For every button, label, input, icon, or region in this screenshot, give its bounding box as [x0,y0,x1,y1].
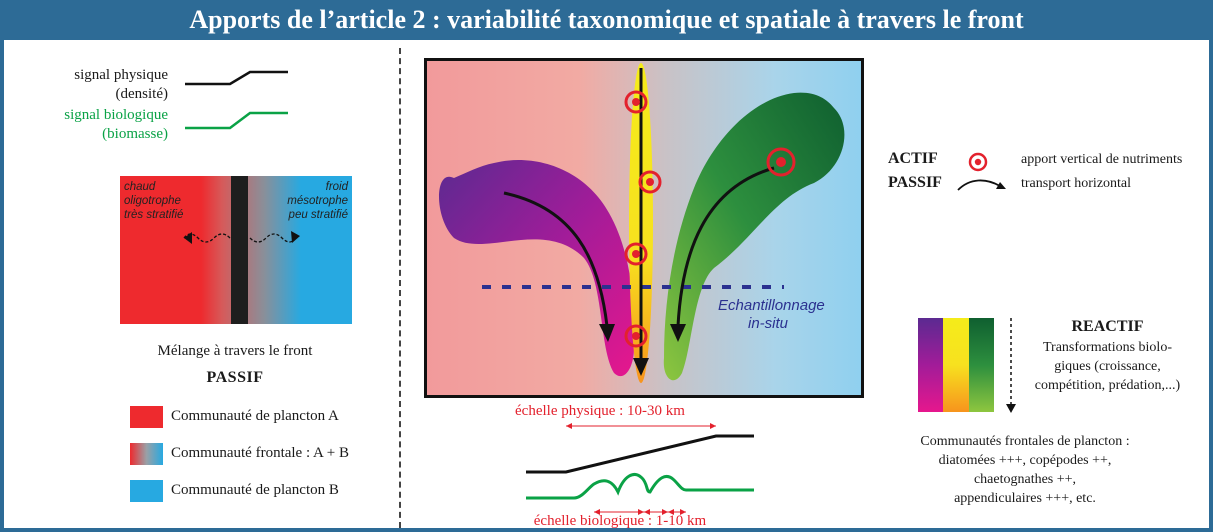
physical-signal-label: signal physique (densité) [30,66,168,104]
sampling-label-line1: Echantillonnage [718,297,825,314]
legend-swatch-community-a [130,406,163,428]
scale-diagram [526,423,754,515]
community-a-plume [439,160,635,377]
nutrient-input-markers [624,90,796,348]
legend-label-frontal-community: Communauté frontale : A + B [171,445,350,461]
bio-scale-tick-6 [680,509,686,515]
mixing-caption: Mélange à travers le front [157,343,313,359]
figure-title: Apports de l’article 2 : variabilité tax… [0,0,1213,40]
mixing-arrow-right [249,233,297,243]
communities-line-1: Communautés frontales de plancton : [920,434,1130,449]
legend-swatch-frontal-community [130,443,163,465]
community-b-plume [663,92,845,381]
reactif-description: Transformations biolo- giques (croissanc… [1020,338,1195,395]
right-horizontal-transport-arrow [676,166,775,327]
legend-label-community-b: Communauté de plancton B [171,482,339,498]
nutrient-marker-dots [632,98,786,340]
reactif-color-bars [918,318,994,412]
physical-signal-label-line1: signal physique [74,67,168,83]
physical-signal-label-line2: (densité) [115,86,168,102]
nutrient-input-icon [968,152,988,172]
warm-line-2: oligotrophe [124,195,181,207]
passif-description: transport horizontal [1021,176,1132,191]
biological-signal-profile [526,473,754,500]
cold-line-3: peu stratifié [288,209,348,221]
horizontal-transport-icon [957,179,1006,191]
nutrient-marker-3 [624,242,648,266]
physical-scale-label: échelle physique : 10-30 km [515,403,685,419]
bio-scale-tick-4 [662,509,668,515]
bio-scale-tick-1 [594,509,600,515]
right-passif-label: PASSIF [888,174,942,191]
mixing-arrowhead-left [184,232,192,244]
nutrient-dot-3 [632,250,640,258]
warm-line-1: chaud [124,181,156,193]
biological-signal-step [185,111,288,130]
bio-scale-tick-5 [668,509,674,515]
physical-signal-step [185,70,288,86]
left-horizontal-transport-arrowhead [599,324,615,342]
nutrient-marker-1 [624,90,648,114]
bio-scale-tick-3 [644,509,650,515]
bio-scale-tick-2 [638,509,644,515]
warm-line-3: très stratifié [124,209,184,221]
biological-signal-label-line1: signal biologique [64,107,168,123]
actif-label: ACTIF [888,150,938,167]
nutrient-dot-2 [646,178,654,186]
sampling-label-line2: in-situ [747,315,788,332]
panel-divider [399,48,401,528]
reactif-line-3: compétition, prédation,...) [1034,378,1181,393]
physical-scale-right-tick [710,423,716,429]
in-situ-sampling-label: Echantillonnage in-situ [718,297,825,333]
physical-signal-profile [526,434,754,474]
left-signal-lines [185,70,288,130]
reactif-arrow [1006,318,1016,413]
biological-scale-label: échelle biologique : 1-10 km [533,513,707,529]
communities-line-2: diatomées +++, copépodes ++, [938,453,1112,468]
mixing-arrows [183,231,300,244]
actif-description: apport vertical de nutriments [1021,152,1183,167]
reactif-label: REACTIF [1071,318,1144,335]
physical-scale-left-tick [566,423,572,429]
biological-signal-label: signal biologique (biomasse) [10,106,168,144]
nutrient-dot-5 [776,157,786,167]
left-passif-label: PASSIF [206,369,264,386]
left-horizontal-transport-arrow [503,191,609,327]
communities-line-4: appendiculaires +++, etc. [954,491,1096,506]
front-cross-section [424,58,864,398]
cold-line-1: froid [325,181,348,193]
frontal-communities-text: Communautés frontales de plancton : diat… [880,432,1170,508]
nutrient-marker-2 [638,170,662,194]
communities-line-3: chaetognathes ++, [973,472,1077,487]
cold-line-2: mésotrophe [287,195,348,207]
front-density-bar [231,176,248,324]
reactif-bar-purple-magenta [918,318,944,412]
reactif-bar-yellow [943,318,969,412]
cold-water-description: froid mésotrophe peu stratifié [270,180,348,222]
mixing-arrowhead-right [291,231,300,243]
nutrient-dot-4 [632,332,640,340]
legend-label-community-a: Communauté de plancton A [171,408,339,424]
reactif-bar-green [968,318,994,412]
warm-water-description: chaud oligotrophe très stratifié [124,180,183,222]
reactif-line-1: Transformations biolo- [1043,340,1172,355]
biological-signal-label-line2: (biomasse) [102,126,168,142]
nutrient-marker-4 [624,324,648,348]
reactif-line-2: giques (croissance, [1054,359,1161,374]
legend-swatch-community-b [130,480,163,502]
nutrient-dot-1 [632,98,640,106]
nutrient-marker-5 [766,147,796,177]
vertical-transport-arrowhead [633,358,649,376]
right-horizontal-transport-arrowhead [670,324,686,342]
